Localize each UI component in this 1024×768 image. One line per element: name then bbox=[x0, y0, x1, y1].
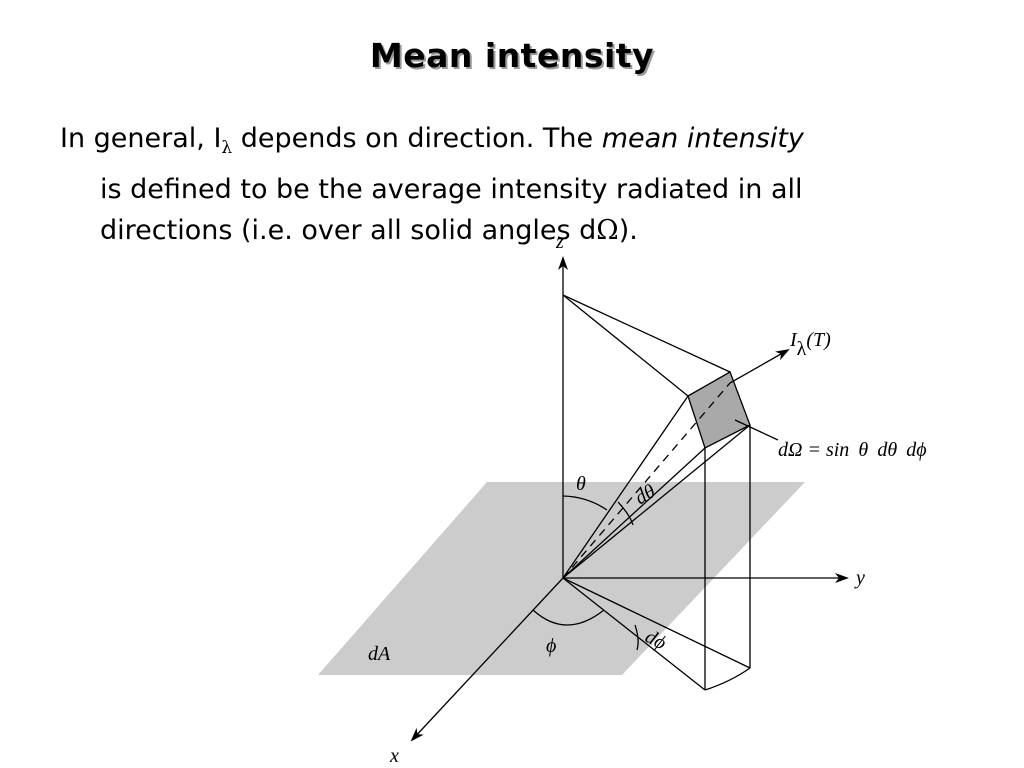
base-projection-2 bbox=[562, 577, 751, 669]
x-axis-label: x bbox=[389, 745, 399, 767]
body-line-3: directions (i.e. over all solid angles d… bbox=[100, 215, 638, 246]
central-direction-dashed bbox=[562, 382, 731, 579]
phi-arc bbox=[532, 609, 605, 626]
solid-angle-leader bbox=[734, 419, 779, 441]
dtheta-arc bbox=[617, 501, 634, 526]
phi-label: ϕ bbox=[546, 635, 556, 657]
cone-ray-2 bbox=[562, 447, 706, 579]
intensity-arrow bbox=[729, 349, 790, 384]
base-arc bbox=[704, 667, 751, 691]
body-line-2: is defined to be the average intensity r… bbox=[100, 174, 803, 205]
dphi-arc bbox=[634, 624, 639, 651]
intensity-label: Iλ(T) bbox=[789, 329, 831, 360]
slide-title: Mean intensity bbox=[369, 36, 655, 75]
body-line-1: In general, Iλ depends on direction. The… bbox=[60, 123, 804, 158]
solid-angle-patch bbox=[687, 371, 751, 449]
projection-top-1 bbox=[562, 294, 689, 397]
y-axis-label: y bbox=[854, 567, 865, 589]
theta-arc bbox=[562, 495, 608, 511]
x-axis bbox=[410, 577, 564, 742]
base-projection-1 bbox=[562, 577, 706, 691]
surface-plane bbox=[318, 482, 805, 675]
solid-angle-formula: dΩ = sin θ dθ dϕ bbox=[778, 439, 927, 461]
cone-ray-1 bbox=[562, 395, 689, 579]
cone-ray-3 bbox=[562, 424, 751, 579]
body-paragraph: In general, Iλ depends on direction. The… bbox=[60, 118, 980, 251]
projection-top-2 bbox=[562, 294, 731, 373]
surface-label: dA bbox=[368, 643, 391, 665]
z-axis-label: z bbox=[555, 231, 564, 253]
theta-label: θ bbox=[576, 473, 586, 495]
